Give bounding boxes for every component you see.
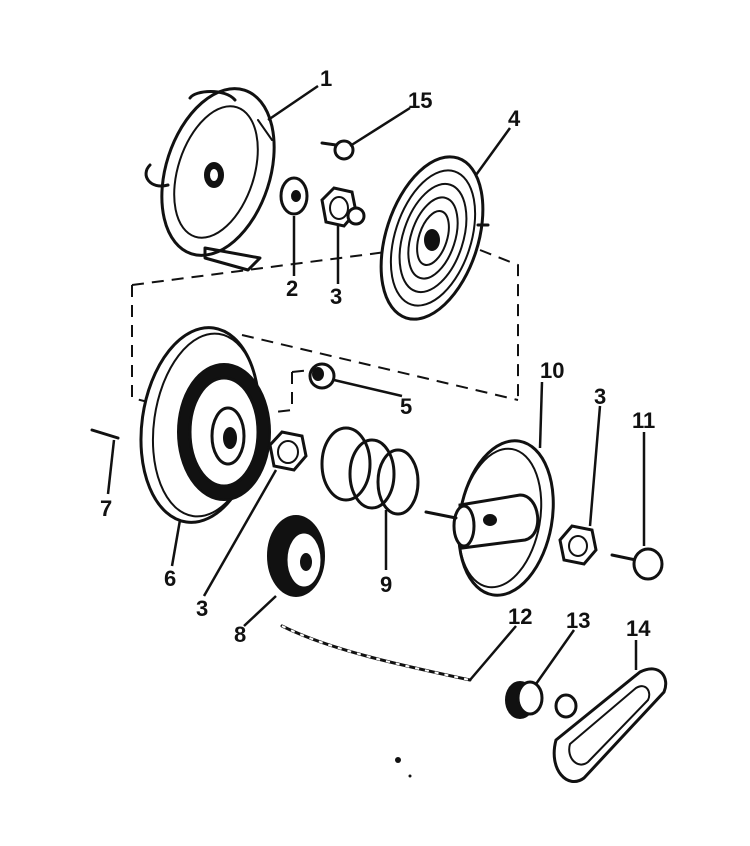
assembly-dashed-lines (131, 244, 519, 413)
part-13-bushing (505, 680, 544, 719)
part-7-pin (90, 428, 120, 440)
part-14-handle (552, 667, 668, 783)
part-4-spring-housing (379, 155, 490, 321)
callout-15: 15 (408, 88, 432, 113)
part-11-bolt (610, 547, 664, 581)
callout-4: 4 (508, 106, 521, 131)
callout-12: 12 (508, 604, 532, 629)
callout-9: 9 (380, 572, 392, 597)
callout-7: 7 (100, 496, 112, 521)
callout-8: 8 (234, 622, 246, 647)
part-3-nut-middle (268, 430, 308, 472)
scan-specks (395, 757, 412, 778)
callout-3-lower: 3 (196, 596, 208, 621)
part-5-bushing (308, 362, 336, 390)
part-15-screw (320, 139, 355, 161)
callout-3-upper: 3 (330, 284, 342, 309)
part-2-washer (279, 176, 309, 216)
callout-6: 6 (164, 566, 176, 591)
callout-1: 1 (320, 66, 332, 91)
callout-14: 14 (626, 616, 651, 641)
part-1-cover (144, 87, 276, 272)
part-6-pulley-gear (139, 326, 271, 524)
part-8-pinion-gear (267, 515, 325, 597)
part-12-rope (280, 624, 472, 682)
callout-5: 5 (400, 394, 412, 419)
callout-13: 13 (566, 608, 590, 633)
part-3-nut-upper (320, 186, 366, 228)
part-3-nut-lower (558, 524, 598, 566)
callout-11: 11 (632, 408, 655, 433)
part-9-springs (320, 426, 420, 516)
callout-3-right: 3 (594, 384, 606, 409)
part-10-reel (424, 439, 555, 597)
callout-10: 10 (540, 358, 564, 383)
leader-lines (106, 84, 646, 685)
callout-numbers: 1 15 4 2 3 5 10 3 11 7 6 3 9 8 12 13 14 (100, 66, 655, 647)
callout-2: 2 (286, 276, 298, 301)
